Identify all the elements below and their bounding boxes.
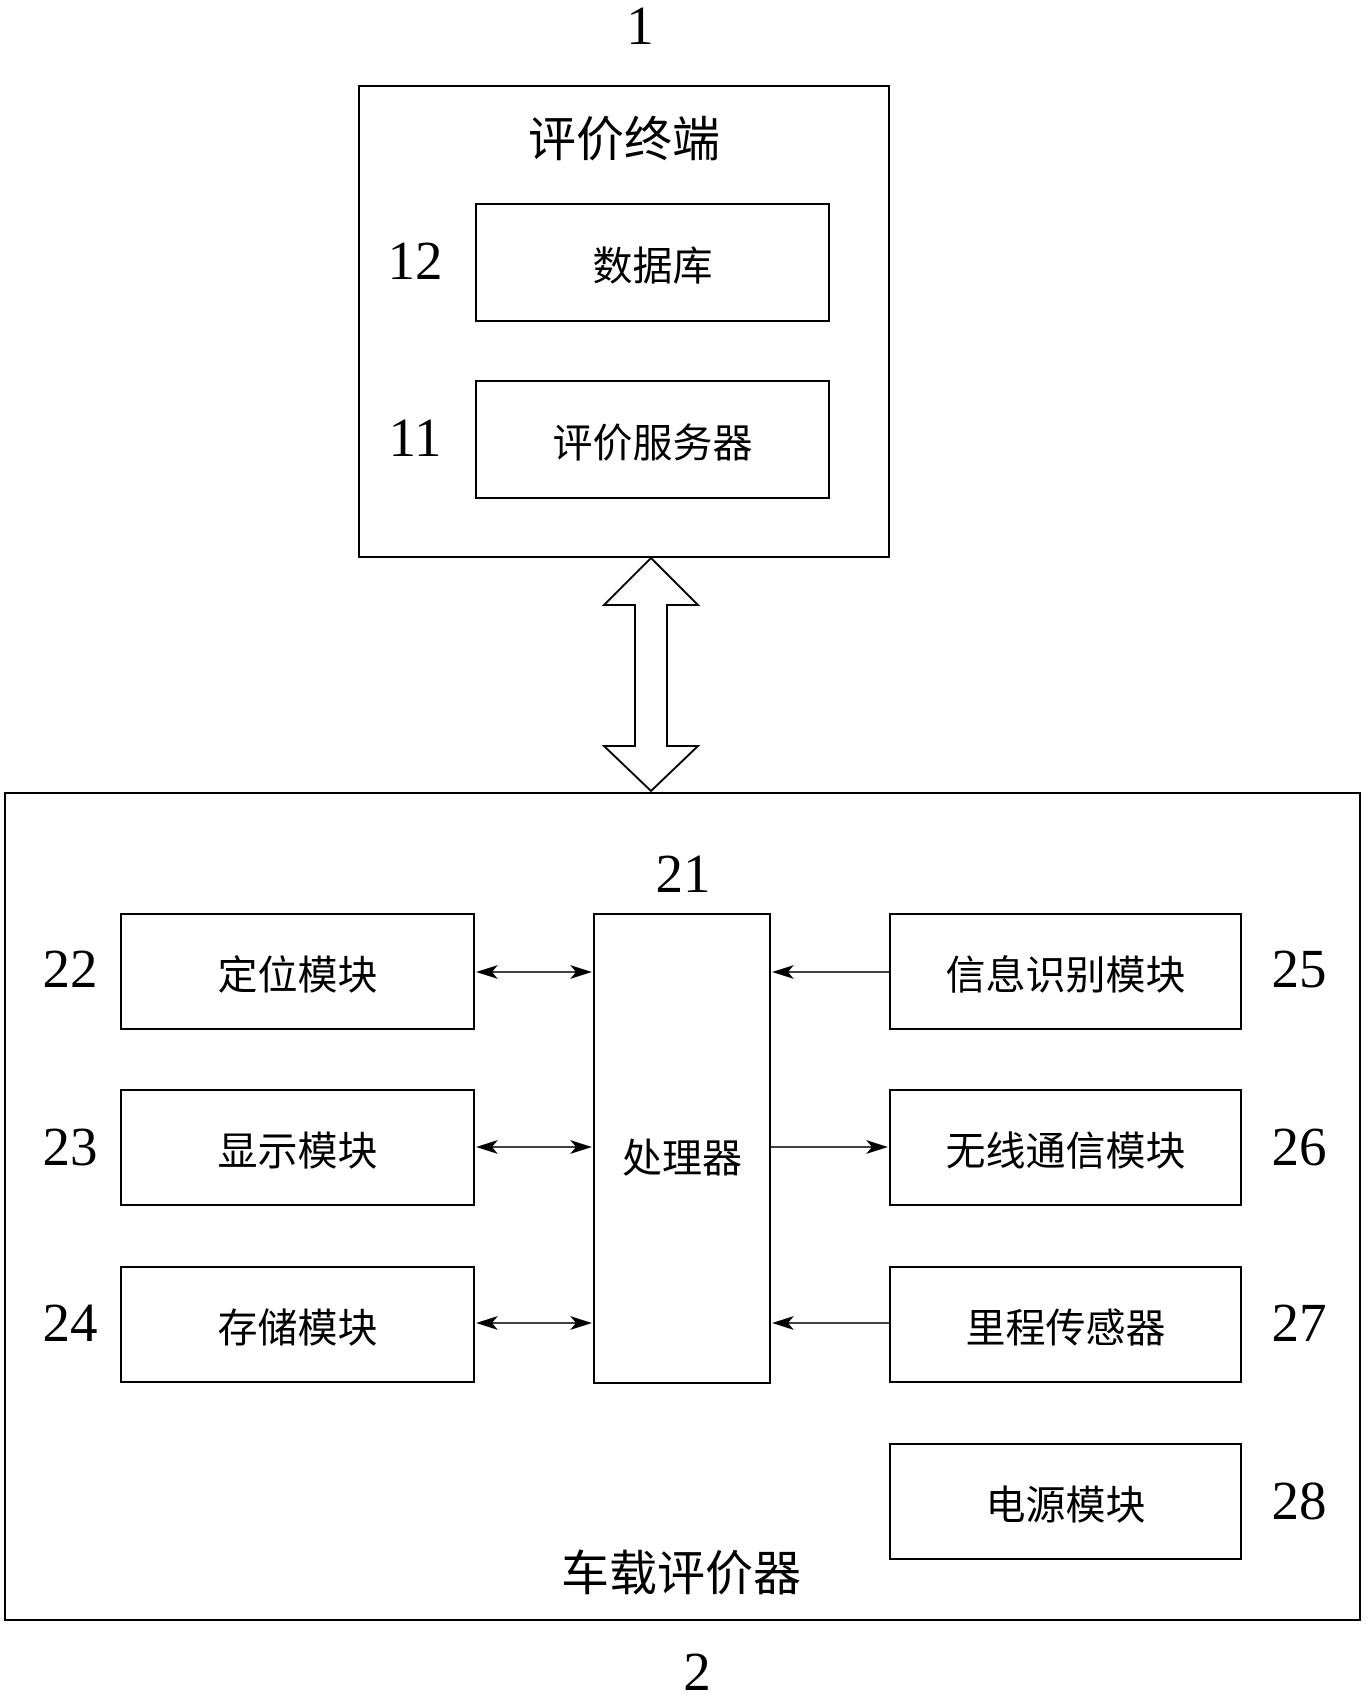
evaluation-terminal-title: 评价终端 — [360, 107, 888, 163]
terminal-ref-number: 1 — [600, 0, 680, 50]
processor-label: 处理器 — [622, 1126, 742, 1184]
display-module-ref-number: 23 — [30, 1118, 110, 1174]
info-recognition-module-ref-number: 25 — [1259, 940, 1339, 996]
database-label: 数据库 — [593, 234, 713, 292]
power-module-label: 电源模块 — [986, 1473, 1146, 1531]
display-module-box: 显示模块 — [120, 1089, 475, 1206]
display-module-label: 显示模块 — [218, 1119, 378, 1177]
wireless-communication-module-label: 无线通信模块 — [946, 1119, 1186, 1177]
positioning-module-box: 定位模块 — [120, 913, 475, 1030]
storage-module-ref-number: 24 — [30, 1294, 110, 1350]
info-recognition-module-box: 信息识别模块 — [889, 913, 1242, 1030]
vehicle-evaluator-box: 21 处理器 22 定位模块 23 显示模块 24 存储模块 信息识别模块 25… — [4, 792, 1361, 1621]
storage-module-box: 存储模块 — [120, 1266, 475, 1383]
mileage-sensor-label: 里程传感器 — [966, 1296, 1166, 1354]
arrow-storage-processor — [476, 1316, 592, 1330]
arrow-mileage-sensor-to-processor — [772, 1316, 889, 1330]
arrow-positioning-processor — [476, 965, 592, 979]
vehicle-evaluator-ref-number: 2 — [657, 1644, 737, 1698]
mileage-sensor-box: 里程传感器 — [889, 1266, 1242, 1383]
processor-ref-number: 21 — [643, 845, 723, 901]
evaluation-terminal-box: 评价终端 12 数据库 11 评价服务器 — [358, 85, 890, 558]
processor-box: 处理器 — [593, 913, 771, 1384]
evaluation-server-label: 评价服务器 — [553, 411, 753, 469]
evaluation-server-ref-number: 11 — [375, 409, 455, 465]
positioning-module-ref-number: 22 — [30, 940, 110, 996]
vehicle-evaluator-title: 车载评价器 — [481, 1541, 881, 1597]
storage-module-label: 存储模块 — [218, 1296, 378, 1354]
wireless-communication-module-ref-number: 26 — [1259, 1118, 1339, 1174]
arrow-processor-to-wireless — [771, 1140, 888, 1154]
double-arrow-shape — [604, 558, 698, 791]
mileage-sensor-ref-number: 27 — [1259, 1294, 1339, 1350]
power-module-ref-number: 28 — [1259, 1472, 1339, 1528]
database-ref-number: 12 — [375, 232, 455, 288]
power-module-box: 电源模块 — [889, 1443, 1242, 1560]
positioning-module-label: 定位模块 — [218, 943, 378, 1001]
arrow-info-recognition-to-processor — [772, 965, 889, 979]
arrow-display-processor — [476, 1140, 592, 1154]
wireless-communication-module-box: 无线通信模块 — [889, 1089, 1242, 1206]
database-box: 数据库 — [475, 203, 830, 322]
info-recognition-module-label: 信息识别模块 — [946, 943, 1186, 1001]
evaluation-server-box: 评价服务器 — [475, 380, 830, 499]
terminal-vehicle-double-arrow — [600, 556, 702, 794]
